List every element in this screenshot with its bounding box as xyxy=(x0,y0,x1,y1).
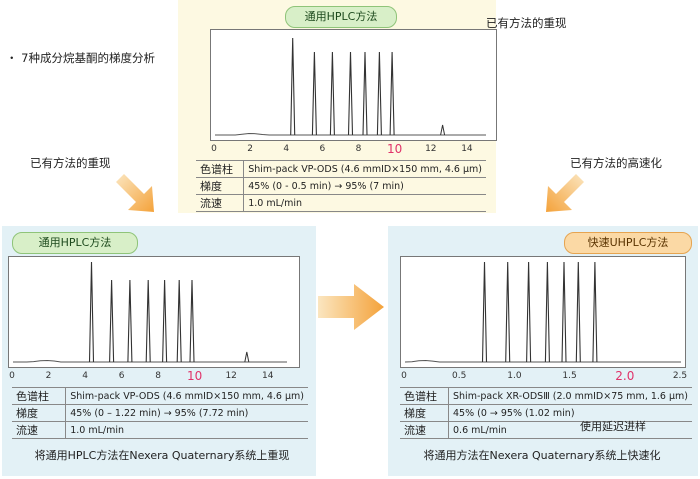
x-tick-label-highlight: 2.0 xyxy=(615,369,635,383)
x-tick-label: 2 xyxy=(45,371,52,381)
chromatogram-right-svg xyxy=(404,261,681,363)
peak xyxy=(162,279,168,363)
x-tick-label: 0 xyxy=(211,144,217,154)
minor-peak xyxy=(440,124,446,136)
info-value: Shim-pack VP-ODS (4.6 mmID×150 mm, 4.6 μ… xyxy=(243,160,486,178)
info-value: 45% (0 - 0.5 min) → 95% (7 min) xyxy=(243,177,486,195)
peak xyxy=(544,261,550,363)
info-value: Shim-pack VP-ODS (4.6 mmID×150 mm, 4.6 μ… xyxy=(65,387,308,405)
delay-injection-note: 使用延迟进样 xyxy=(580,420,646,433)
info-value: 45% (0 → 95% (1.02 min) xyxy=(448,404,692,422)
chromatogram-right xyxy=(400,256,686,368)
info-key: 梯度 xyxy=(400,404,449,422)
info-value: 1.0 mL/min xyxy=(243,194,486,212)
info-value: 0.6 mL/min xyxy=(448,421,692,439)
x-tick-label: 1.5 xyxy=(562,371,577,381)
x-tick-label-highlight: 10 xyxy=(187,369,203,383)
x-tick-label: 6 xyxy=(118,371,125,381)
info-value: 45% (0 – 1.22 min) → 95% (7.72 min) xyxy=(65,404,308,422)
arrow-down-left-icon xyxy=(546,174,584,212)
label-reproduce-left: 已有方法的重现 xyxy=(30,156,111,170)
baseline xyxy=(215,132,486,136)
info-key: 梯度 xyxy=(196,177,244,195)
peak xyxy=(88,261,95,363)
info-value: Shim-pack XR-ODSⅢ (2.0 mmID×75 mm, 1.6 μ… xyxy=(448,387,692,405)
label-reproduce-top: 已有方法的重现 xyxy=(486,16,567,30)
arrow-right-icon xyxy=(318,284,384,330)
peak xyxy=(561,261,567,363)
caption-left: 将通用HPLC方法在Nexera Quaternary系统上重现 xyxy=(34,449,290,462)
chromatogram-top xyxy=(210,29,497,141)
peak xyxy=(145,279,151,363)
caption-right: 将通用方法在Nexera Quaternary系统上快速化 xyxy=(423,449,661,462)
x-tick-label: 4 xyxy=(283,144,290,154)
chromatogram-left xyxy=(8,256,300,368)
info-key: 色谱柱 xyxy=(196,160,244,178)
method-pill-right: 快速UHPLC方法 xyxy=(564,232,692,254)
x-tick-label: 14 xyxy=(461,144,473,154)
peak xyxy=(526,261,532,363)
x-tick-label: 8 xyxy=(155,371,161,381)
peak xyxy=(481,261,488,363)
peak xyxy=(592,261,598,363)
info-key: 流速 xyxy=(400,421,449,439)
peak xyxy=(505,261,511,363)
info-key: 梯度 xyxy=(12,404,66,422)
side-note: ・ 7种成分烷基酮的梯度分析 xyxy=(6,51,155,65)
peak xyxy=(176,279,182,363)
info-key: 色谱柱 xyxy=(12,387,66,405)
x-tick-label: 6 xyxy=(319,144,326,154)
peak xyxy=(189,279,195,363)
peak xyxy=(347,51,354,136)
peak xyxy=(575,261,581,363)
peak xyxy=(311,51,317,136)
peak xyxy=(389,51,395,136)
minor-peak xyxy=(244,351,250,363)
arrow-down-right-icon xyxy=(116,174,154,212)
x-tick-label: 2.5 xyxy=(672,371,688,381)
info-key: 流速 xyxy=(12,421,66,439)
x-tick-label: 12 xyxy=(425,144,437,154)
peak xyxy=(362,51,368,136)
label-speedup-right: 已有方法的高速化 xyxy=(570,156,662,170)
method-pill-top: 通用HPLC方法 xyxy=(285,6,397,28)
peak xyxy=(290,37,296,136)
info-key: 流速 xyxy=(196,194,244,212)
x-tick-label: 4 xyxy=(82,371,88,381)
x-tick-label: 12 xyxy=(225,371,237,381)
peak xyxy=(109,279,115,363)
info-key: 色谱柱 xyxy=(400,387,449,405)
x-tick-label: 1.0 xyxy=(507,371,522,381)
info-value: 1.0 mL/min xyxy=(65,421,308,439)
x-tick-label-highlight: 10 xyxy=(387,142,403,156)
x-tick-label: 0 xyxy=(9,371,15,381)
method-pill-left: 通用HPLC方法 xyxy=(12,232,138,254)
x-tick-label: 2 xyxy=(247,144,253,154)
peak xyxy=(329,51,335,136)
baseline xyxy=(404,359,681,363)
x-tick-label: 0.5 xyxy=(452,371,467,381)
x-tick-label: 0 xyxy=(401,371,407,381)
x-tick-label: 8 xyxy=(355,144,362,154)
chromatogram-top-svg xyxy=(215,37,486,136)
chromatogram-left-svg xyxy=(13,261,287,363)
peak xyxy=(376,51,382,136)
x-tick-label: 14 xyxy=(261,371,274,381)
peak xyxy=(127,279,133,363)
